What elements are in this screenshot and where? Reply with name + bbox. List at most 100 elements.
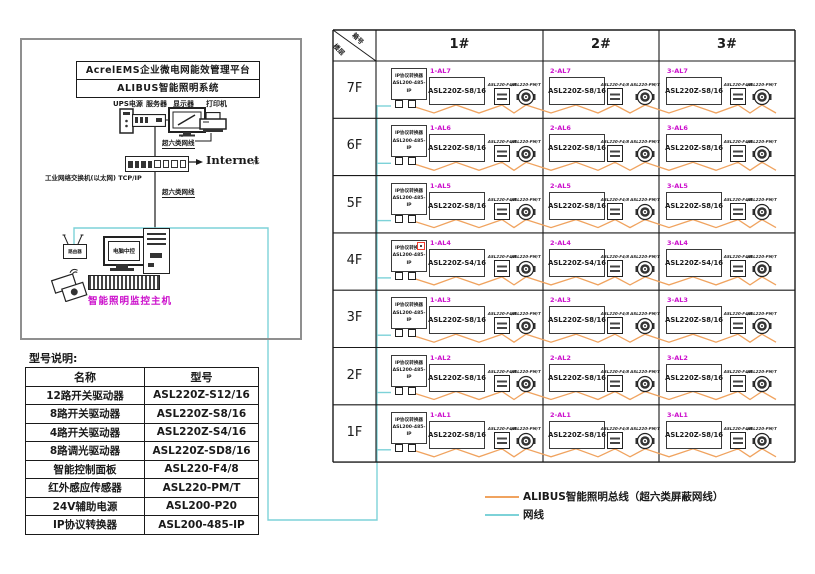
sensor-icon-label: ASL220-PM/T xyxy=(629,196,661,202)
legend-bus-label: ALIBUS智能照明总线（超六类屏蔽网线） xyxy=(523,491,724,503)
ip-converter-line2: ASL200-485-IP xyxy=(392,138,426,151)
sensor-icon-label: ASL220-PM/T xyxy=(746,253,778,259)
model-name-cell: 红外感应传感器 xyxy=(25,478,145,498)
pir-sensor-icon xyxy=(752,432,772,449)
floor-label: 7F xyxy=(346,81,363,96)
model-name-cell: 4路开关驱动器 xyxy=(25,422,145,442)
pir-sensor-icon xyxy=(635,432,655,449)
ip-converter-line1: IP协议转换器 xyxy=(394,303,424,309)
driver-box: ASL220Z-S8/16 xyxy=(548,363,606,392)
control-panel-icon xyxy=(494,317,510,335)
model-name-cell: 24V辅助电源 xyxy=(25,496,145,516)
circuit-label: 1-AL3 xyxy=(430,296,451,305)
model-code-cell: ASL220Z-S4/16 xyxy=(144,422,259,442)
switch-port xyxy=(162,160,169,168)
model-code-cell: ASL220Z-S12/16 xyxy=(144,385,259,405)
model-name-cell: 智能控制面板 xyxy=(25,459,145,479)
model-code-cell: ASL220-F4/8 xyxy=(144,459,259,479)
ip-plug xyxy=(408,214,416,223)
sensor-icon-label: ASL220-PM/T xyxy=(746,368,778,374)
sensor-icon-label: ASL220-PM/T xyxy=(746,311,778,317)
circuit-label: 1-AL4 xyxy=(430,238,451,247)
pir-sensor-icon xyxy=(516,318,536,335)
control-panel-icon xyxy=(494,145,510,163)
pir-sensor-icon xyxy=(752,375,772,392)
pir-sensor-icon xyxy=(516,88,536,106)
management-platform-panel xyxy=(20,38,302,340)
ip-plug xyxy=(395,214,403,223)
model-code-cell: ASL220Z-SD8/16 xyxy=(144,441,259,461)
tower-slot xyxy=(147,243,166,245)
circuit-label: 3-AL4 xyxy=(667,238,688,247)
sensor-icon-label: ASL220-PM/T xyxy=(510,82,542,87)
circuit-label: 2-AL1 xyxy=(550,410,571,419)
control-panel-icon xyxy=(730,259,746,277)
router-label: 路由器 xyxy=(68,249,82,255)
sensor-icon-label: ASL220-PM/T xyxy=(510,253,542,259)
host-tower-icon xyxy=(143,228,170,274)
control-panel-icon xyxy=(730,145,746,163)
sensor-icon-label: ASL220-PM/T xyxy=(629,253,661,259)
circuit-label: 2-AL5 xyxy=(550,181,571,190)
model-table-caption: 型号说明: xyxy=(29,352,78,365)
switch-port xyxy=(154,160,161,168)
ip-plug xyxy=(395,100,403,108)
model-code-cell: ASL220Z-S8/16 xyxy=(144,404,259,424)
pir-sensor-icon xyxy=(635,88,655,106)
control-panel-icon xyxy=(607,88,623,105)
ip-converter-line2: ASL200-485-IP xyxy=(392,310,426,323)
circuit-label: 3-AL3 xyxy=(667,296,688,305)
sensor-icon-label: ASL220-PM/T xyxy=(510,368,542,374)
control-panel-icon xyxy=(607,317,623,335)
pir-sensor-icon xyxy=(516,203,536,220)
control-panel-icon xyxy=(494,374,510,392)
circuit-label: 2-AL6 xyxy=(550,124,571,133)
tower-drive xyxy=(150,253,162,258)
circuit-label: 3-AL5 xyxy=(667,181,688,190)
legend-bus-line xyxy=(485,496,519,498)
ethernet-switch-icon xyxy=(125,156,189,172)
driver-box: ASL220Z-S8/16 xyxy=(428,77,486,105)
ip-plug xyxy=(408,100,416,108)
control-panel-icon xyxy=(607,145,623,163)
printer-icon xyxy=(199,112,227,132)
pir-sensor-icon xyxy=(635,375,655,392)
ip-converter-line2: ASL200-485-IP xyxy=(392,81,426,94)
pir-sensor-icon xyxy=(635,146,655,163)
switch-port xyxy=(171,160,178,168)
floor-label: 2F xyxy=(346,367,363,383)
circuit-label: 1-AL6 xyxy=(430,124,451,133)
ip-converter-line2: ASL200-485-IP xyxy=(392,425,426,438)
corner-label-floor: 楼层 xyxy=(331,42,347,58)
ip-plug xyxy=(395,386,403,395)
driver-box: ASL220Z-S8/16 xyxy=(428,306,486,335)
platform-title-box: AcrelEMS企业微电网能效管理平台 ALIBUS智能照明系统 xyxy=(76,61,260,98)
ip-plug xyxy=(408,443,416,452)
driver-box: ASL220Z-S8/16 xyxy=(428,134,486,163)
pir-sensor-icon xyxy=(635,318,655,335)
circuit-label: 3-AL2 xyxy=(667,353,688,362)
control-panel-icon xyxy=(494,88,510,105)
ip-plug xyxy=(408,271,416,280)
circuit-label: 2-AL3 xyxy=(550,296,571,305)
control-panel-icon xyxy=(730,317,746,335)
control-panel-icon xyxy=(494,431,510,449)
pir-sensor-icon xyxy=(635,260,655,277)
tower-slot xyxy=(147,233,166,235)
pir-sensor-icon xyxy=(752,260,772,277)
switch-port xyxy=(128,160,133,168)
circuit-label: 1-AL1 xyxy=(430,410,451,419)
driver-box: ASL220Z-S8/16 xyxy=(548,420,606,449)
control-panel-icon xyxy=(730,374,746,392)
pir-sensor-icon xyxy=(752,318,772,335)
